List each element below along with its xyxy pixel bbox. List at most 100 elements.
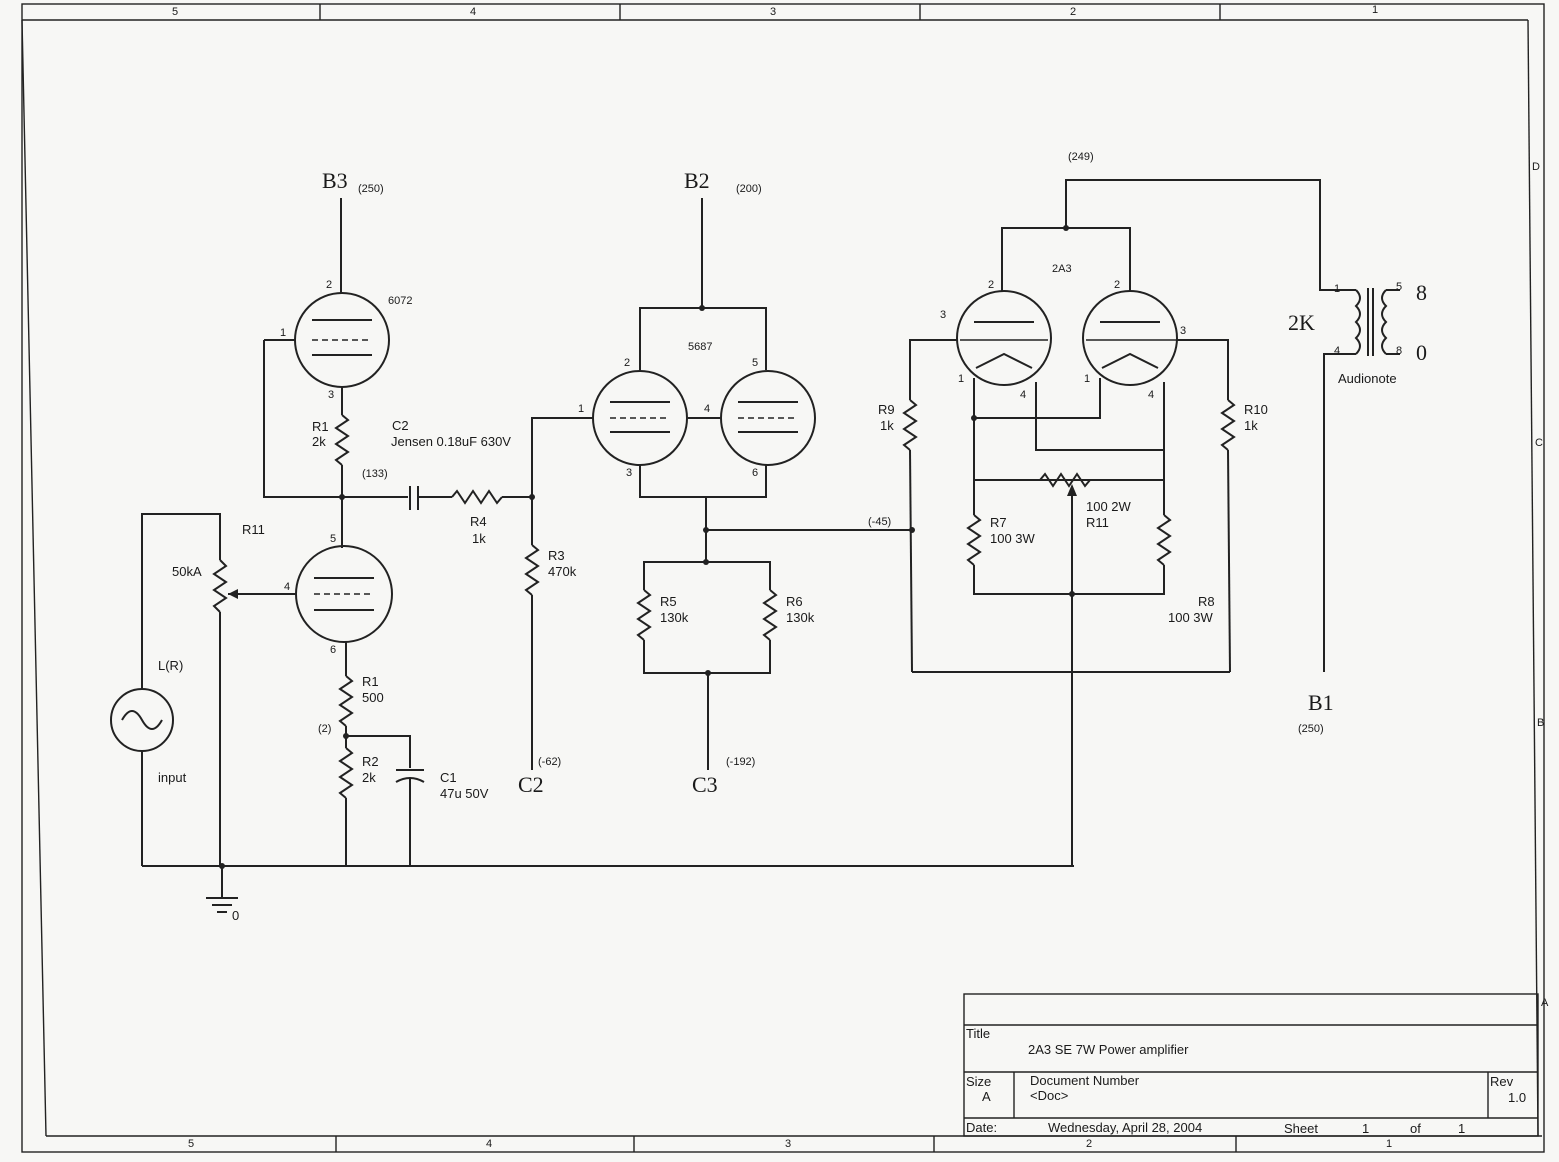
tube-2a3-b-pin3: 3	[1180, 325, 1186, 337]
rev-label: Rev	[1490, 1074, 1514, 1089]
r6-value: 130k	[786, 610, 815, 625]
date-value: Wednesday, April 28, 2004	[1048, 1120, 1202, 1135]
node-grid-voltage: (-45)	[868, 516, 891, 528]
r4-ref: R4	[470, 514, 487, 529]
ground-symbol	[206, 897, 238, 913]
zone-top-2: 2	[1070, 6, 1076, 18]
r2-value: 2k	[362, 770, 376, 785]
tube-2a3-a-pin4: 4	[1020, 389, 1026, 401]
rail-b1-voltage: (250)	[1298, 723, 1324, 735]
tube-5687-pin4: 4	[704, 403, 710, 415]
zone-right-b: B	[1537, 717, 1544, 729]
zone-bottom-5: 5	[188, 1138, 194, 1150]
tube-2a3-a-pin3: 3	[940, 309, 946, 321]
tube-2a3-type: 2A3	[1052, 263, 1072, 275]
rail-b3-label: B3	[322, 168, 348, 193]
r11-bal-ref: R11	[1086, 515, 1109, 530]
resistor-r1-top	[334, 414, 350, 466]
r5-ref: R5	[660, 594, 677, 609]
c2-ref: C2	[392, 418, 409, 433]
zone-bottom-1: 1	[1386, 1138, 1392, 1150]
tube-5687-pin2: 2	[624, 357, 630, 369]
zone-bottom-4: 4	[486, 1138, 492, 1150]
r1-bottom-ref: R1	[362, 674, 379, 689]
rail-c3-voltage: (-192)	[726, 756, 755, 768]
resistor-r9	[902, 399, 918, 451]
lower-triode-pin5: 5	[330, 533, 336, 545]
ground-label: 0	[232, 908, 239, 923]
c1-value: 47u 50V	[440, 786, 489, 801]
transformer-pin4: 4	[1334, 345, 1340, 357]
r11-pot-ref: R11	[242, 522, 265, 537]
rail-c3-label: C3	[692, 772, 718, 797]
node-cathode-voltage: (2)	[318, 723, 331, 735]
tube-6072-pin3: 3	[328, 389, 334, 401]
tube-6072-pin1: 1	[280, 327, 286, 339]
lower-triode-pin6: 6	[330, 644, 336, 656]
zone-top-4: 4	[470, 6, 476, 18]
tube-5687-type: 5687	[688, 341, 712, 353]
r6-ref: R6	[786, 594, 803, 609]
resistor-r2	[338, 747, 354, 799]
resistor-r6	[762, 589, 778, 641]
r1-top-ref: R1	[312, 419, 329, 434]
tube-5687	[592, 370, 816, 466]
node-top-voltage: (249)	[1068, 151, 1094, 163]
r10-ref: R10	[1244, 402, 1268, 417]
r5-value: 130k	[660, 610, 689, 625]
of-value: 1	[1458, 1121, 1465, 1136]
rail-b3-voltage: (250)	[358, 183, 384, 195]
title-label: Title	[966, 1026, 990, 1041]
date-label: Date:	[966, 1120, 997, 1135]
tube-2a3-b-pin2: 2	[1114, 279, 1120, 291]
potentiometer-r11-balance	[1039, 472, 1091, 488]
r3-ref: R3	[548, 548, 565, 563]
title-value: 2A3 SE 7W Power amplifier	[1028, 1042, 1189, 1057]
rail-c2-label: C2	[518, 772, 544, 797]
tube-lower-triode	[228, 545, 393, 643]
sheet-frame	[21, 3, 1545, 1153]
resistor-r8	[1156, 514, 1172, 566]
node-plate-voltage: (133)	[362, 468, 388, 480]
of-label: of	[1410, 1121, 1421, 1136]
transformer-primary: 2K	[1288, 310, 1315, 335]
r3-value: 470k	[548, 564, 577, 579]
resistor-r7	[966, 514, 982, 566]
tube-6072-type: 6072	[388, 295, 412, 307]
resistor-r10	[1220, 399, 1236, 451]
r9-ref: R9	[878, 402, 895, 417]
r9-value: 1k	[880, 418, 894, 433]
size-value: A	[982, 1089, 991, 1104]
resistor-r4	[451, 489, 503, 505]
resistor-r3	[524, 544, 540, 596]
r8-value: 100 3W	[1168, 610, 1214, 625]
zone-right-a: A	[1541, 997, 1549, 1009]
r11-bal-value: 100 2W	[1086, 499, 1132, 514]
tube-2a3-b-pin4: 4	[1148, 389, 1154, 401]
zone-right-d: D	[1532, 161, 1540, 173]
tube-2a3	[956, 290, 1178, 386]
zone-top-5: 5	[172, 6, 178, 18]
tube-5687-pin3: 3	[626, 467, 632, 479]
transformer-pin5: 5	[1396, 281, 1402, 293]
zone-bottom-2: 2	[1086, 1138, 1092, 1150]
resistor-r5	[636, 589, 652, 641]
rail-b2-voltage: (200)	[736, 183, 762, 195]
zone-top-3: 3	[770, 6, 776, 18]
transformer-pin1: 1	[1334, 283, 1340, 295]
sheet-label: Sheet	[1284, 1121, 1318, 1136]
r11-pot-value: 50kA	[172, 564, 202, 579]
size-label: Size	[966, 1074, 991, 1089]
tube-6072-pin2: 2	[326, 279, 332, 291]
zone-bottom-3: 3	[785, 1138, 791, 1150]
source-label: input	[158, 770, 187, 785]
transformer-tap-0: 0	[1416, 340, 1427, 365]
tube-5687-pin1: 1	[578, 403, 584, 415]
tube-5687-pin6: 6	[752, 467, 758, 479]
zone-top-1: 1	[1372, 4, 1378, 16]
rail-c2-voltage: (-62)	[538, 756, 561, 768]
transformer-brand: Audionote	[1338, 371, 1397, 386]
r1-bottom-value: 500	[362, 690, 384, 705]
